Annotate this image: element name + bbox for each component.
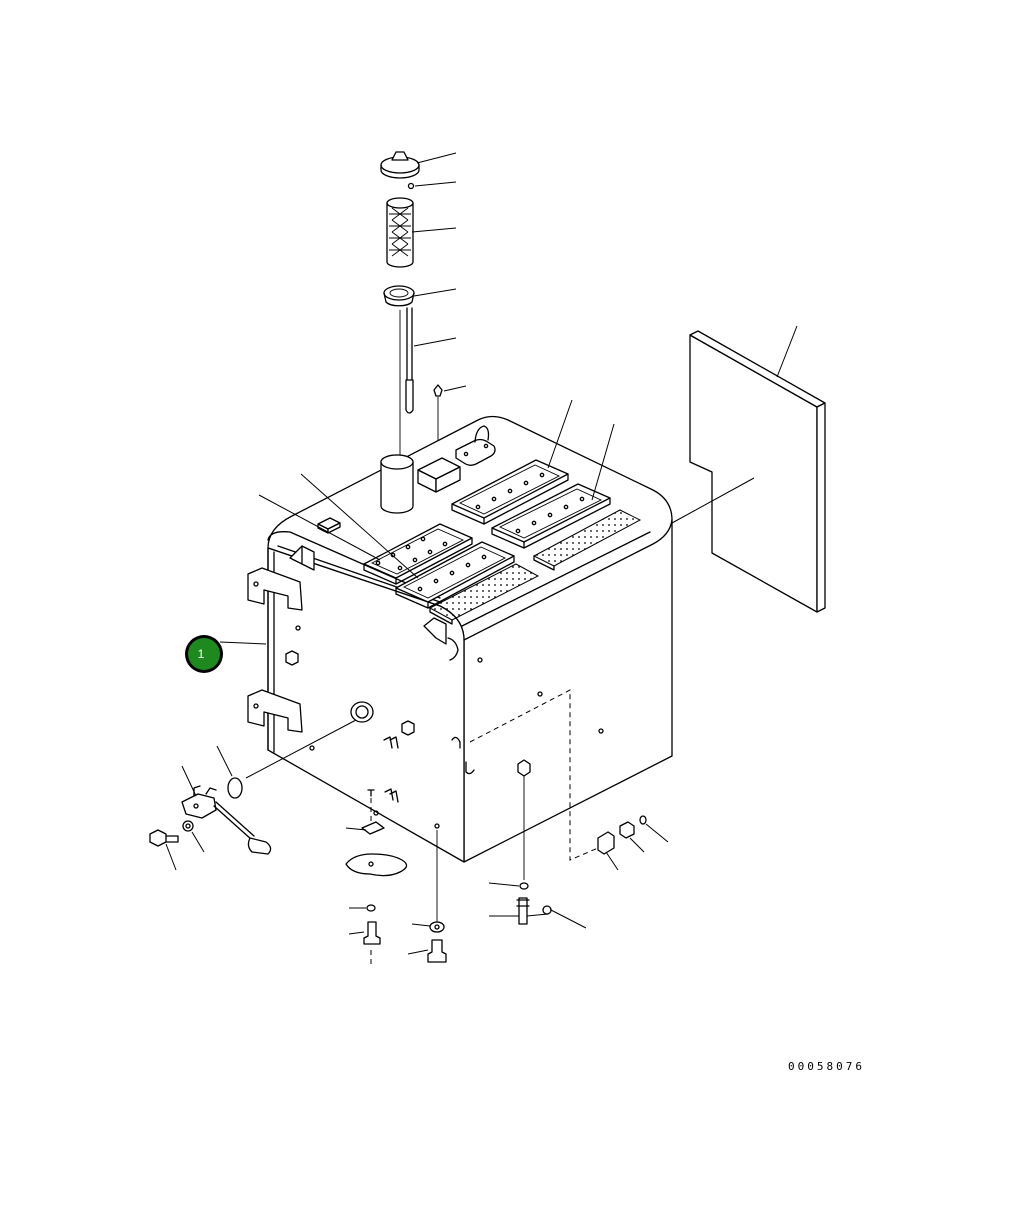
- small-block-mid: [401, 720, 415, 736]
- bolt-left: [149, 829, 179, 871]
- front-corner-bracket: [423, 617, 459, 661]
- drain-oring: [349, 904, 376, 912]
- callout-leader-1: [219, 641, 267, 645]
- small-block-front: [285, 650, 299, 666]
- breather-mount: [417, 457, 461, 493]
- level-sender-unit: [181, 765, 272, 855]
- gauge-mount-flange: [245, 701, 374, 779]
- drain-washer: [411, 921, 445, 933]
- connector-oring: [639, 815, 669, 843]
- drain-bolt: [407, 939, 447, 963]
- hose-clamp-front: [451, 736, 475, 775]
- hose-dashed-route: [469, 689, 599, 861]
- drawing-number: 00058076: [788, 1060, 865, 1073]
- clip-pair-upper: [383, 736, 399, 749]
- top-bracket: [455, 425, 496, 466]
- inspection-cover-4: [491, 483, 611, 549]
- filler-neck-ring: [383, 285, 457, 307]
- cover-gasket-1: [428, 563, 540, 625]
- tank-body: [267, 415, 673, 863]
- level-gauge-stick: [399, 307, 457, 458]
- cover-leaders: [258, 399, 615, 579]
- washer-left: [182, 820, 205, 853]
- callout-1[interactable]: 1: [185, 635, 223, 673]
- callout-1-label: 1: [198, 647, 205, 661]
- drain-plug-small: [367, 789, 375, 826]
- clip-pair-lower: [384, 788, 399, 803]
- bottom-fitting-vertical: [488, 759, 531, 890]
- inspection-cover-2: [395, 541, 515, 609]
- filler-neck: [380, 454, 414, 514]
- inspection-cover-1: [363, 523, 473, 585]
- cover-gasket-2: [532, 509, 642, 571]
- mounting-bracket-lower: [247, 689, 303, 733]
- elbow-fitting: [597, 831, 619, 871]
- inspection-cover-3: [451, 459, 569, 525]
- drain-cock: [489, 897, 587, 929]
- sender-gasket: [216, 745, 243, 799]
- left-corner-bracket: [289, 545, 315, 571]
- connector-fitting: [619, 821, 645, 853]
- side-cover-plate: [671, 325, 826, 613]
- drain-valve: [348, 921, 381, 968]
- callout-1-badge[interactable]: [188, 638, 220, 670]
- strainer-filter: [386, 197, 457, 268]
- filler-cap: [380, 151, 457, 179]
- mounting-bracket-upper: [247, 567, 303, 611]
- drain-cover: [345, 821, 408, 877]
- cap-gasket: [407, 181, 457, 190]
